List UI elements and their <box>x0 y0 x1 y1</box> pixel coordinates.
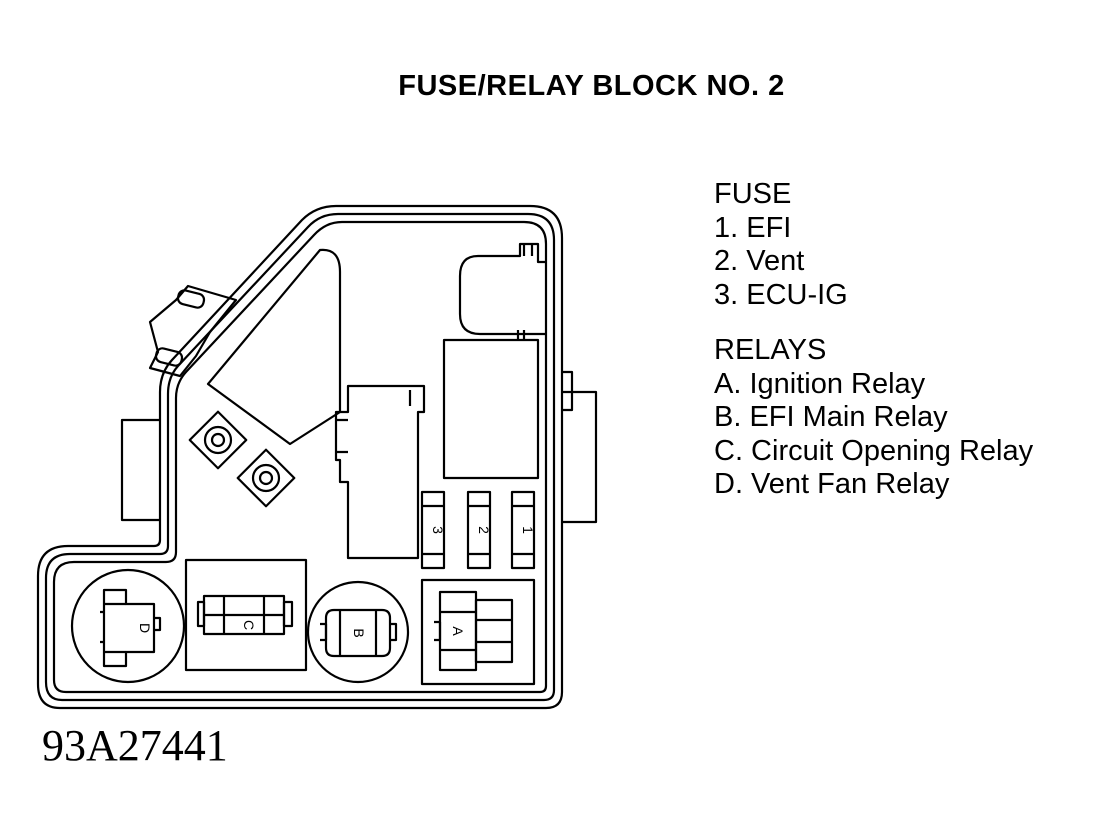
fuse-item-1: 1. EFI <box>714 211 792 244</box>
housing-inner-rim <box>52 220 548 694</box>
diagonal-panel <box>206 248 342 446</box>
relay-b-label: B <box>351 628 367 637</box>
fuse-item-3: 3. ECU-IG <box>714 278 848 311</box>
relay-b <box>306 580 410 684</box>
fuse-heading: FUSE <box>714 178 792 210</box>
relay-item-b: B. EFI Main Relay <box>714 401 948 433</box>
left-tab <box>120 418 160 522</box>
legend: FUSE 1. EFI 2. Vent 3. ECU-IG RELAYS A. … <box>714 178 1033 502</box>
diagram-title: FUSE/RELAY BLOCK NO. 2 <box>398 70 785 102</box>
right-tab <box>562 390 598 524</box>
centre-relay-housing <box>334 384 426 560</box>
fuse-1-label: 1 <box>520 526 536 534</box>
fuse-2 <box>466 490 492 570</box>
relay-c-label: C <box>241 620 257 630</box>
terminal-stud-2 <box>236 448 296 508</box>
relay-item-c: C. Circuit Opening Relay <box>714 434 1034 467</box>
relay-d-label: D <box>137 623 153 633</box>
relays-heading: RELAYS <box>714 334 827 366</box>
relay-d <box>70 568 186 684</box>
mounting-bracket <box>148 284 238 378</box>
relay-item-d: D. Vent Fan Relay <box>714 468 950 500</box>
relay-a <box>420 578 536 686</box>
relay-a-label: A <box>450 626 466 636</box>
fuse-item-2: 2. Vent <box>714 245 805 277</box>
relay-c <box>184 558 308 672</box>
fuse-2-label: 2 <box>476 526 492 534</box>
terminal-stud-1 <box>188 410 248 470</box>
housing-middle-rim <box>44 212 556 702</box>
housing-outer-rim <box>36 204 564 710</box>
upper-relay-slot <box>442 338 540 480</box>
top-notch <box>458 242 546 336</box>
relay-item-a: A. Ignition Relay <box>714 367 926 400</box>
figure-code: 93A27441 <box>42 721 228 770</box>
fuse-3 <box>420 490 446 570</box>
fuse-1 <box>510 490 536 570</box>
fuse-3-label: 3 <box>430 526 446 534</box>
